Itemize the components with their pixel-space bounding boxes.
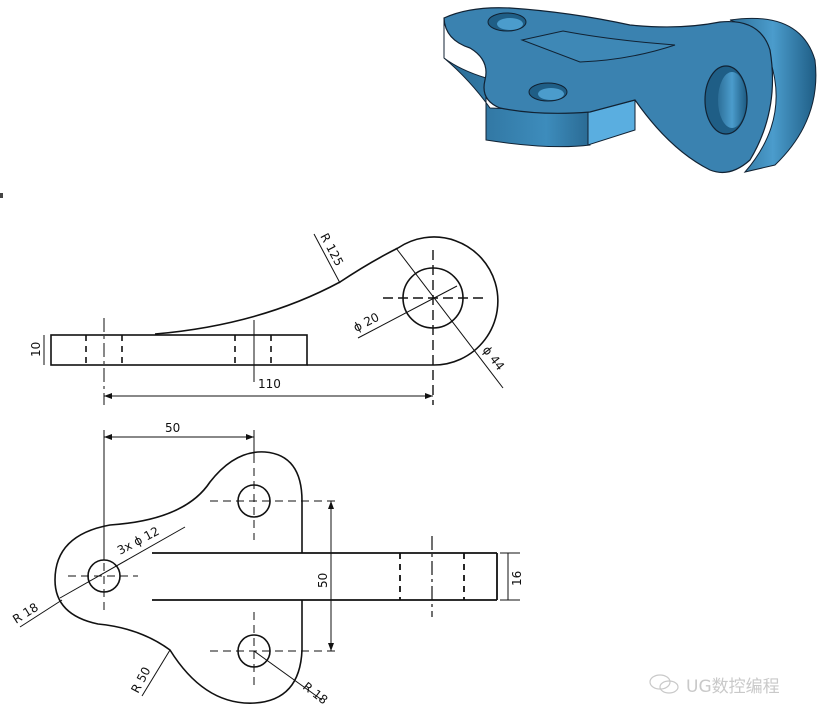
front-view [43, 233, 504, 405]
dim-r50: R 50 [128, 665, 153, 696]
dim-thickness-10: 10 [29, 342, 43, 357]
dim-110: 110 [258, 377, 281, 391]
dim-r18-left: R 18 [10, 600, 41, 626]
watermark: UG数控编程 [648, 672, 780, 697]
watermark-text: UG数控编程 [686, 676, 780, 697]
dim-r18-right: R 18 [300, 679, 330, 707]
dim-phi44: ϕ 44 [480, 343, 508, 373]
edge-mark [0, 193, 3, 198]
top-view [19, 430, 520, 704]
dim-r125: R 125 [317, 231, 346, 269]
dim-50-vertical: 50 [316, 573, 330, 588]
dim-50-horizontal: 50 [165, 421, 180, 435]
wechat-icon [649, 674, 679, 694]
dim-phi20: ϕ 20 [351, 310, 381, 335]
dim-16: 16 [510, 571, 524, 586]
isometric-model-view [443, 7, 817, 173]
